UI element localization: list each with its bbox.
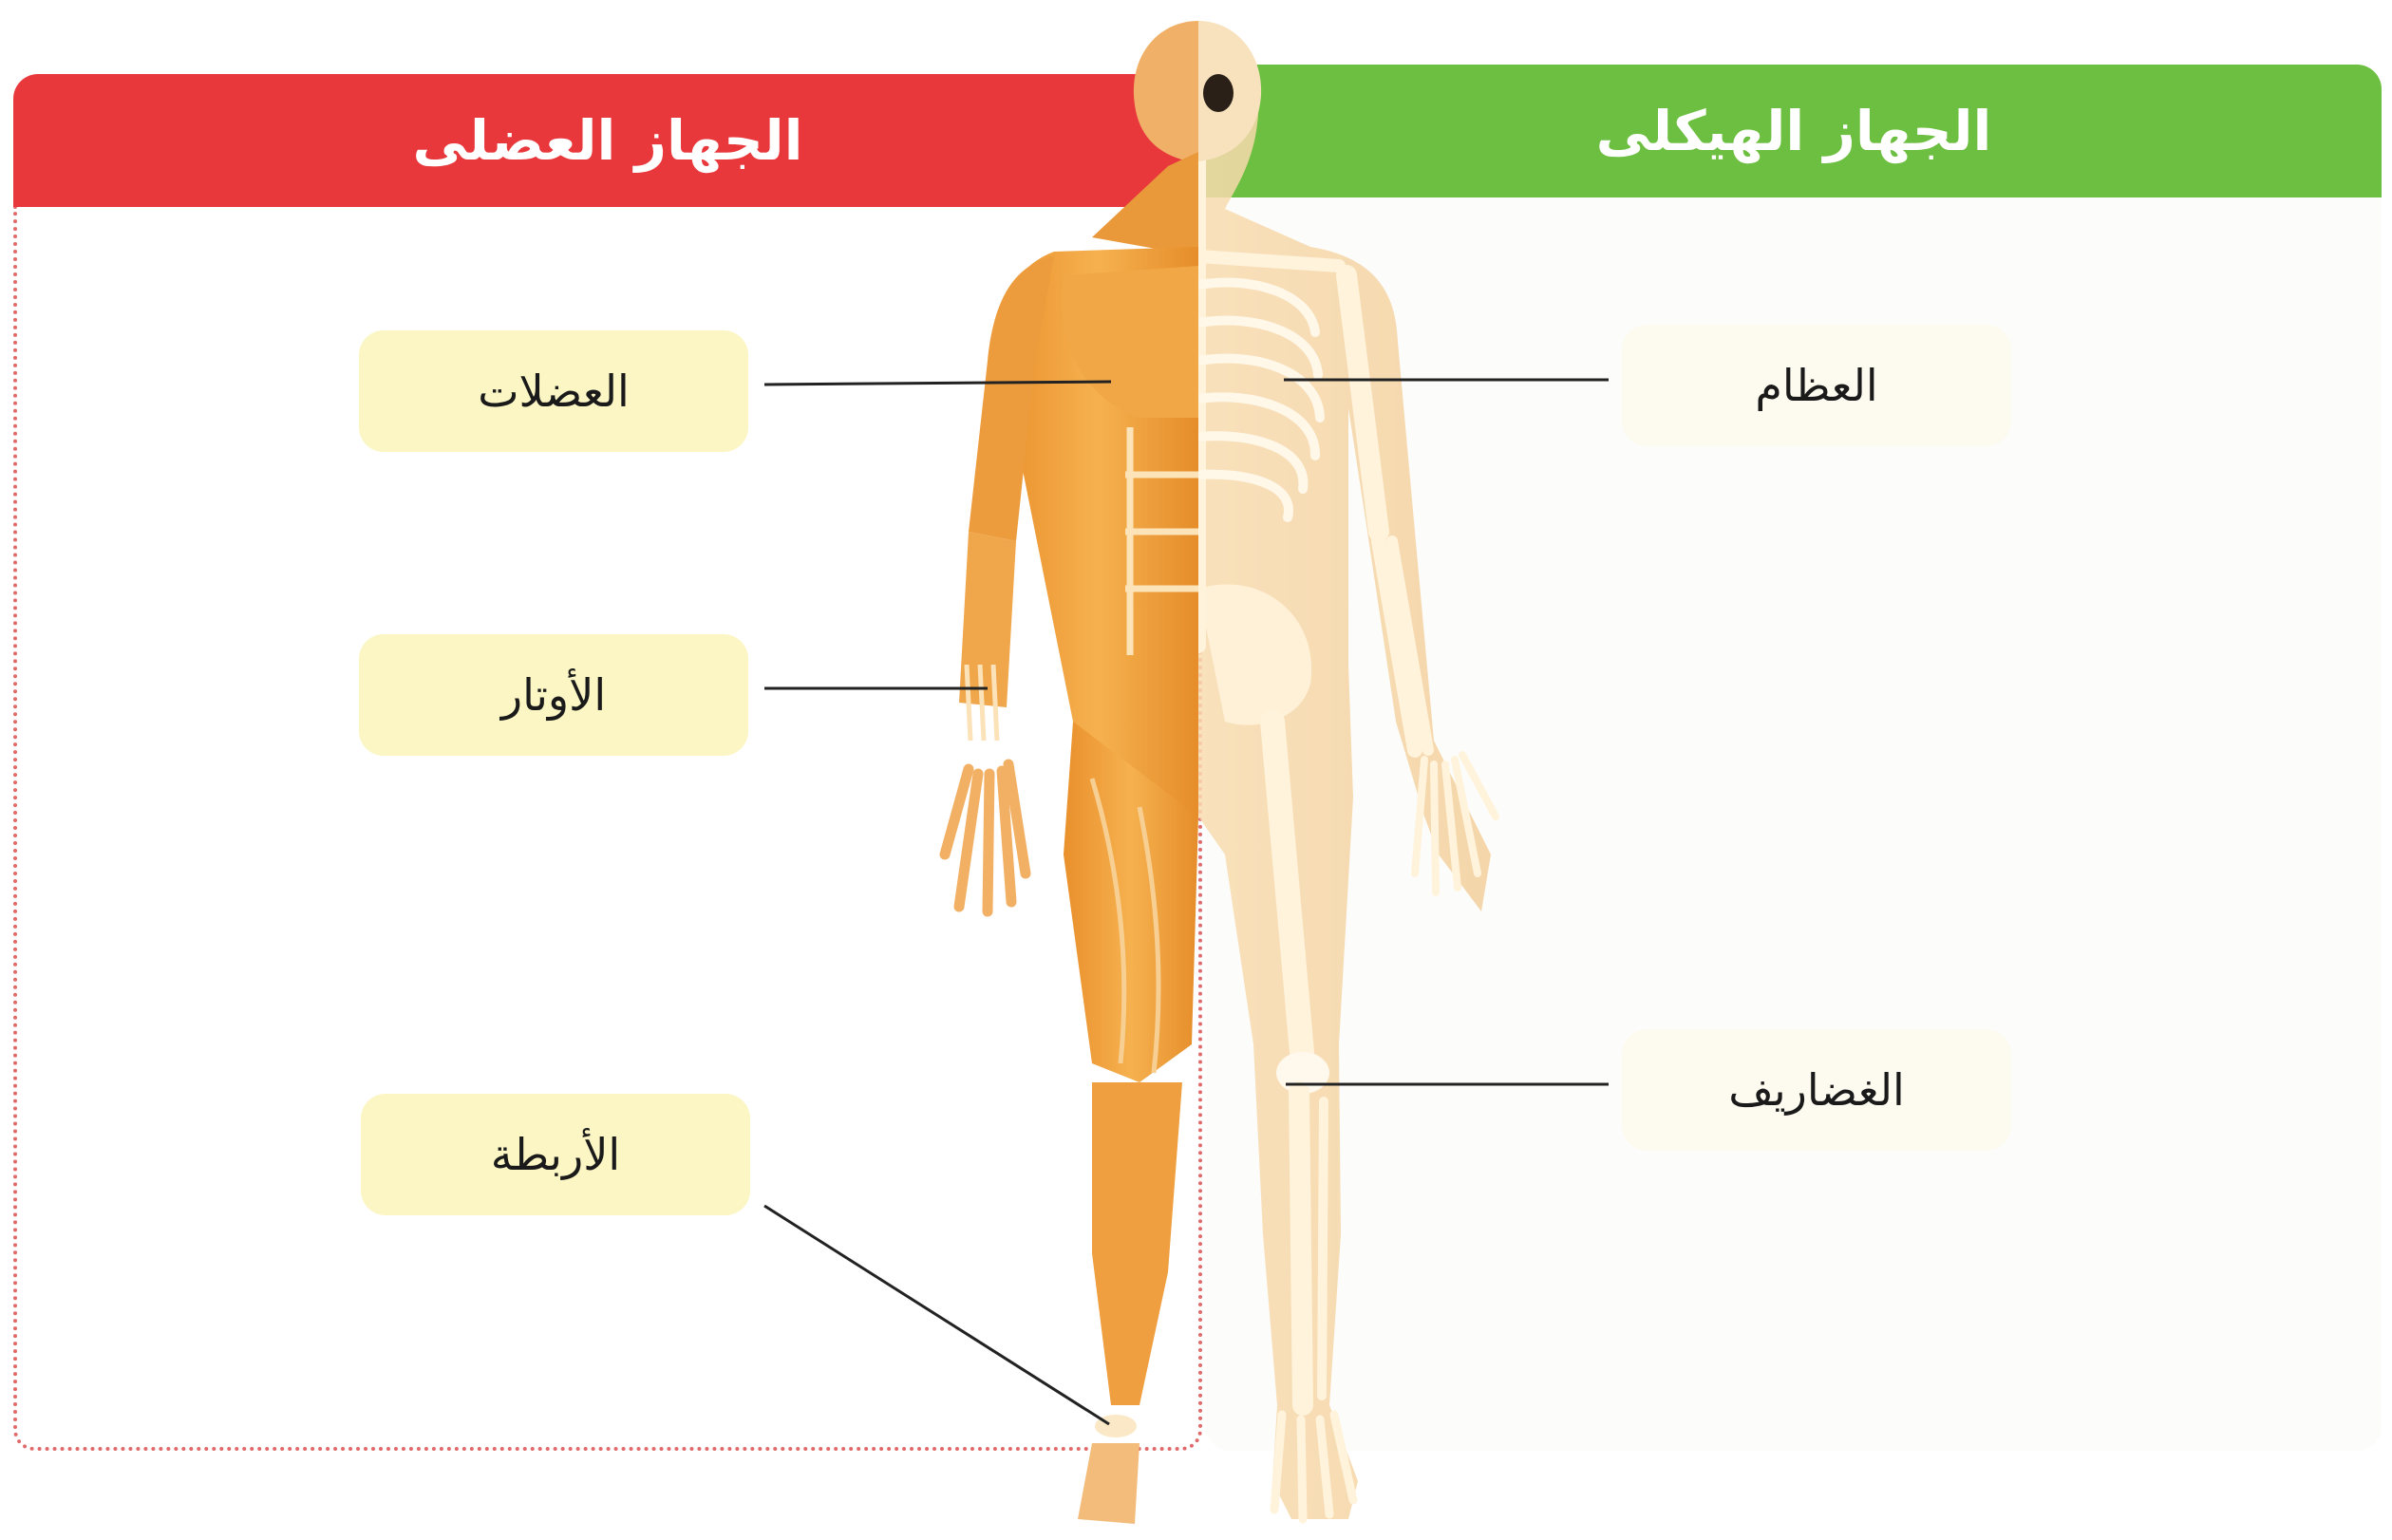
label-tendons: الأوتار (359, 634, 748, 756)
ligaments-leader-line (764, 1206, 1109, 1424)
label-cartilage: الغضاريف (1622, 1029, 2011, 1151)
muscles-leader-line (764, 382, 1111, 385)
label-bones: العظام (1622, 325, 2011, 446)
label-muscles: العضلات (359, 330, 748, 452)
label-ligaments: الأربطة (361, 1094, 750, 1215)
